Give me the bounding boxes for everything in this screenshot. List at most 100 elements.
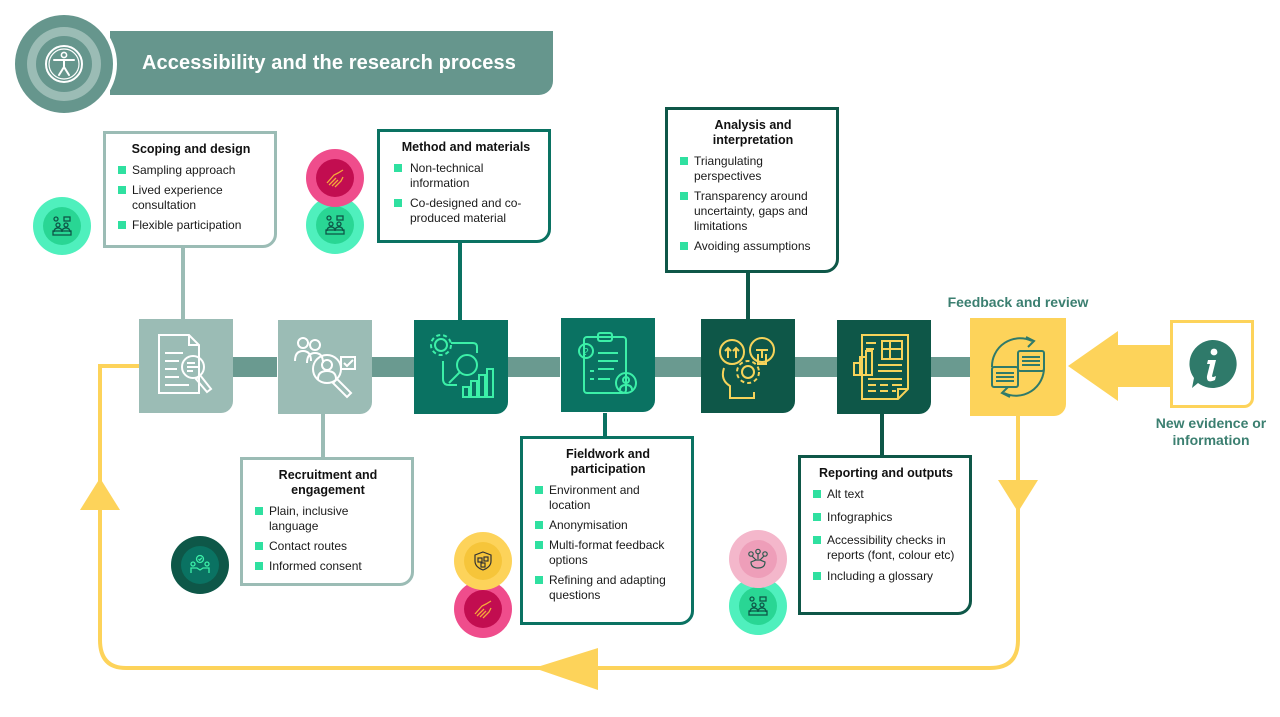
callout-title: Analysis and interpretation xyxy=(712,118,794,147)
arrow-left-icon xyxy=(534,648,598,690)
connector xyxy=(508,357,560,377)
callout-title: Recruitment and engagement xyxy=(278,468,378,497)
stage-scoping xyxy=(139,319,233,413)
handshake-icon xyxy=(326,169,344,188)
callout-analysis: Analysis and interpretation Triangulatin… xyxy=(665,107,839,273)
bullet-icon xyxy=(535,541,543,549)
network-hand-icon xyxy=(748,548,768,569)
bullet-icon xyxy=(680,192,688,200)
callout-title: Scoping and design xyxy=(131,142,251,156)
badge-network xyxy=(729,530,787,588)
accessibility-badge xyxy=(11,11,117,117)
list-item: Contact routes xyxy=(255,539,401,554)
consent-agreement-icon xyxy=(190,554,210,573)
head-gear-lightbulb-icon xyxy=(719,337,775,399)
list-item: Sampling approach xyxy=(118,163,264,178)
new-evidence-label: New evidence or information xyxy=(1155,415,1267,448)
badge-consent xyxy=(171,536,229,594)
list-item: Including a glossary xyxy=(813,569,959,584)
link-line xyxy=(880,413,884,457)
list-item: Lived experience consultation xyxy=(118,183,264,213)
callout-method: Method and materials Non-technical infor… xyxy=(377,129,551,243)
bullet-icon xyxy=(255,507,263,515)
clipboard-person-icon: ? xyxy=(578,332,637,394)
link-line xyxy=(181,246,185,320)
list-item: Environment and location xyxy=(535,483,681,513)
list-item: Accessibility checks in reports (font, c… xyxy=(813,533,959,563)
list-item: Co-designed and co-produced material xyxy=(394,196,538,226)
shield-privacy-icon xyxy=(474,551,492,571)
handshake-icon xyxy=(474,600,492,619)
connector xyxy=(931,357,971,377)
bullet-icon xyxy=(813,490,821,498)
new-evidence-box xyxy=(1170,320,1254,408)
co-production-icon xyxy=(52,216,72,236)
link-line xyxy=(321,413,325,459)
arrow-down-icon xyxy=(998,480,1038,512)
list-item: Avoiding assumptions xyxy=(680,239,826,254)
bullet-icon xyxy=(255,562,263,570)
feedback-cycle-icon xyxy=(990,336,1046,398)
bullet-icon xyxy=(535,486,543,494)
bullet-icon xyxy=(118,221,126,229)
bullet-icon xyxy=(813,536,821,544)
list-item: Alt text xyxy=(813,487,959,502)
title-banner: Accessibility and the research process xyxy=(110,31,553,95)
bullet-icon xyxy=(813,572,821,580)
bullet-icon xyxy=(680,157,688,165)
link-line xyxy=(458,242,462,320)
list-item: Non-technical information xyxy=(394,161,538,191)
list-item: Transparency around uncertainty, gaps an… xyxy=(680,189,826,234)
callout-fieldwork: Fieldwork and participation Environment … xyxy=(520,436,694,625)
link-line xyxy=(603,413,607,438)
list-item: Infographics xyxy=(813,510,959,525)
list-item: Anonymisation xyxy=(535,518,681,533)
badge-handshake xyxy=(306,149,364,207)
stage-recruitment xyxy=(278,320,372,414)
callout-title: Method and materials xyxy=(401,140,531,154)
badge-co-production xyxy=(33,197,91,255)
bullet-icon xyxy=(118,166,126,174)
bullet-icon xyxy=(118,186,126,194)
callout-title: Reporting and outputs xyxy=(818,466,953,480)
list-item: Multi-format feedback options xyxy=(535,538,681,568)
bullet-icon xyxy=(535,521,543,529)
callout-title: Fieldwork and participation xyxy=(565,447,651,476)
stage-feedback xyxy=(970,318,1066,416)
bullet-icon xyxy=(680,242,688,250)
list-item: Refining and adapting questions xyxy=(535,573,681,603)
stage-fieldwork: ? xyxy=(561,318,655,412)
link-line xyxy=(746,272,750,320)
bullet-icon xyxy=(255,542,263,550)
page-title: Accessibility and the research process xyxy=(142,51,516,74)
bullet-icon xyxy=(535,576,543,584)
accessibility-person-icon xyxy=(45,45,83,83)
new-evidence-arrow-icon xyxy=(1068,331,1170,401)
co-production-icon xyxy=(748,596,768,616)
connector xyxy=(655,357,701,377)
list-item: Informed consent xyxy=(255,559,401,574)
stage-analysis xyxy=(701,319,795,413)
list-item: Triangulating perspectives xyxy=(680,154,826,184)
list-item: Plain, inclusive language xyxy=(255,504,401,534)
svg-text:?: ? xyxy=(583,347,589,358)
feedback-label: Feedback and review xyxy=(947,294,1089,310)
list-item: Flexible participation xyxy=(118,218,264,233)
stage-reporting xyxy=(837,320,931,414)
co-production-icon xyxy=(325,215,345,235)
badge-privacy xyxy=(454,532,512,590)
loop-path xyxy=(98,364,1020,670)
report-document-icon xyxy=(853,334,909,400)
info-speech-icon xyxy=(1189,339,1237,388)
connector xyxy=(233,357,277,377)
gear-search-chart-icon xyxy=(430,334,494,398)
arrow-up-icon xyxy=(80,478,120,510)
callout-recruitment: Recruitment and engagement Plain, inclus… xyxy=(240,457,414,586)
bullet-icon xyxy=(813,513,821,521)
bullet-icon xyxy=(394,199,402,207)
connector xyxy=(372,357,414,377)
document-search-icon xyxy=(158,334,213,394)
callout-scoping: Scoping and design Sampling approach Liv… xyxy=(103,131,277,248)
people-search-icon xyxy=(294,337,356,399)
